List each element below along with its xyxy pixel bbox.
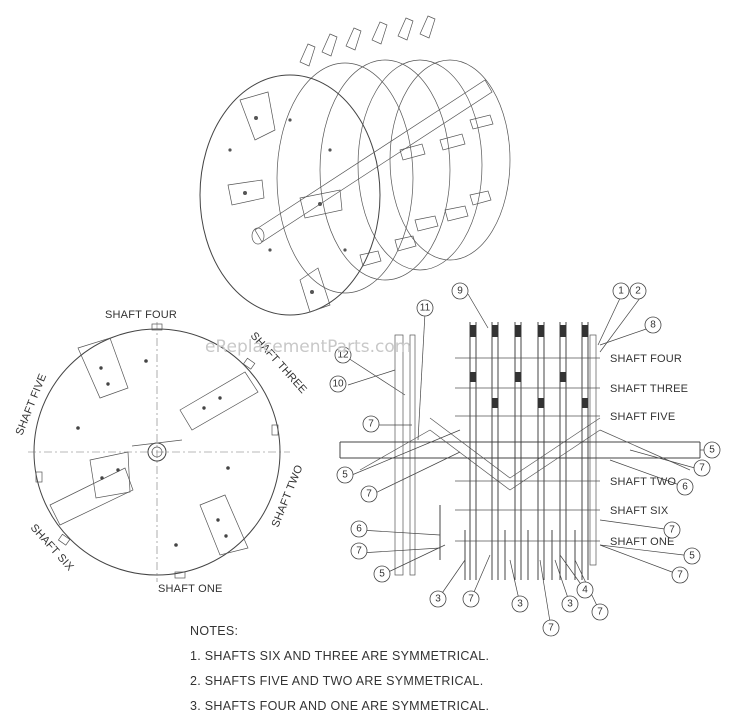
side-label-shaft-two: SHAFT TWO [610, 476, 676, 488]
callout-6: 6 [682, 482, 688, 493]
callout-12: 12 [337, 350, 349, 361]
callout-5: 5 [709, 445, 715, 456]
end-label-shaft-six: SHAFT SIX [28, 522, 76, 574]
side-label-shaft-six: SHAFT SIX [610, 505, 669, 517]
notes-title: NOTES: [190, 624, 239, 638]
callout-9: 9 [457, 286, 463, 297]
callout-3: 3 [517, 599, 523, 610]
callout-2: 2 [635, 286, 641, 297]
tine-shaft-three [179, 371, 259, 431]
callout-7: 7 [356, 546, 362, 557]
end-label-shaft-one: SHAFT ONE [158, 583, 223, 595]
callout-7: 7 [699, 463, 705, 474]
callout-7: 7 [669, 525, 675, 536]
tine-shaft-two [199, 494, 249, 556]
callout-5: 5 [689, 551, 695, 562]
notes-block: NOTES: 1. SHAFTS SIX AND THREE ARE SYMME… [190, 619, 489, 719]
callout-10: 10 [332, 379, 344, 390]
callout-8: 8 [650, 320, 656, 331]
side-label-shaft-three: SHAFT THREE [610, 383, 688, 395]
callout-7: 7 [597, 607, 603, 618]
note-item-1: 1. SHAFTS SIX AND THREE ARE SYMMETRICAL. [190, 649, 490, 663]
watermark: eReplacementParts.com [205, 337, 411, 357]
tine-shaft-five [49, 467, 134, 526]
callout-6: 6 [356, 524, 362, 535]
callout-4: 4 [582, 585, 588, 596]
end-label-shaft-four: SHAFT FOUR [105, 309, 177, 321]
tine-shaft-four [77, 337, 129, 399]
note-item-2: 2. SHAFTS FIVE AND TWO ARE SYMMETRICAL. [190, 674, 484, 688]
callout-7: 7 [468, 594, 474, 605]
callout-5: 5 [342, 470, 348, 481]
side-label-shaft-five: SHAFT FIVE [610, 411, 675, 423]
callout-7: 7 [677, 570, 683, 581]
callout-7: 7 [368, 419, 374, 430]
callout-1: 1 [618, 286, 624, 297]
end-label-shaft-two: SHAFT TWO [270, 463, 306, 529]
side-view: SHAFT FOUR SHAFT THREE SHAFT FIVE SHAFT … [329, 282, 721, 637]
isometric-assembly-view [199, 15, 511, 316]
note-item-3: 3. SHAFTS FOUR AND ONE ARE SYMMETRICAL. [190, 699, 490, 713]
callout-7: 7 [366, 489, 372, 500]
callout-3: 3 [567, 599, 573, 610]
callout-11: 11 [420, 303, 431, 314]
callout-5: 5 [379, 569, 385, 580]
side-label-shaft-four: SHAFT FOUR [610, 353, 682, 365]
side-label-shaft-one: SHAFT ONE [610, 536, 675, 548]
callout-7: 7 [548, 623, 554, 634]
callout-3: 3 [435, 594, 441, 605]
